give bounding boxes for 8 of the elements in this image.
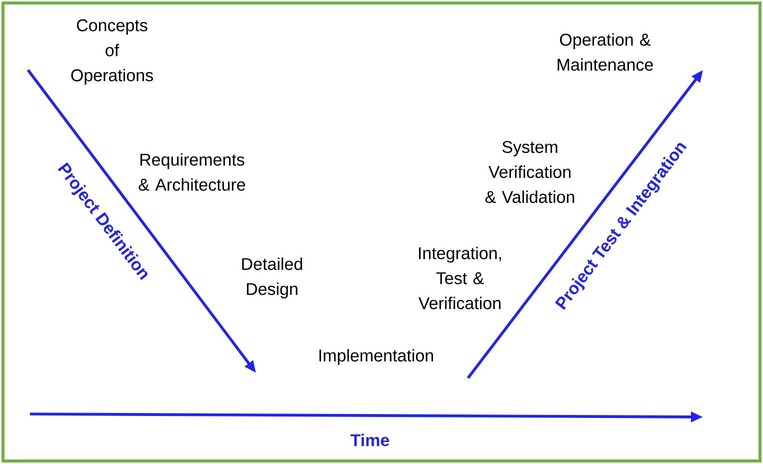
phase-label: Detailed Design bbox=[242, 258, 302, 298]
phase-label: System Verification & Validation bbox=[485, 140, 574, 204]
phase-label: Integration, Test & Verification bbox=[418, 246, 501, 310]
phase-label: Requirements & Architecture bbox=[138, 153, 246, 191]
phase-label: Operation & Maintenance bbox=[558, 33, 653, 71]
arrow-label: Time bbox=[350, 434, 390, 446]
phase-label: Concepts of Operations bbox=[71, 19, 153, 85]
phase-label: Implementation bbox=[319, 349, 433, 365]
